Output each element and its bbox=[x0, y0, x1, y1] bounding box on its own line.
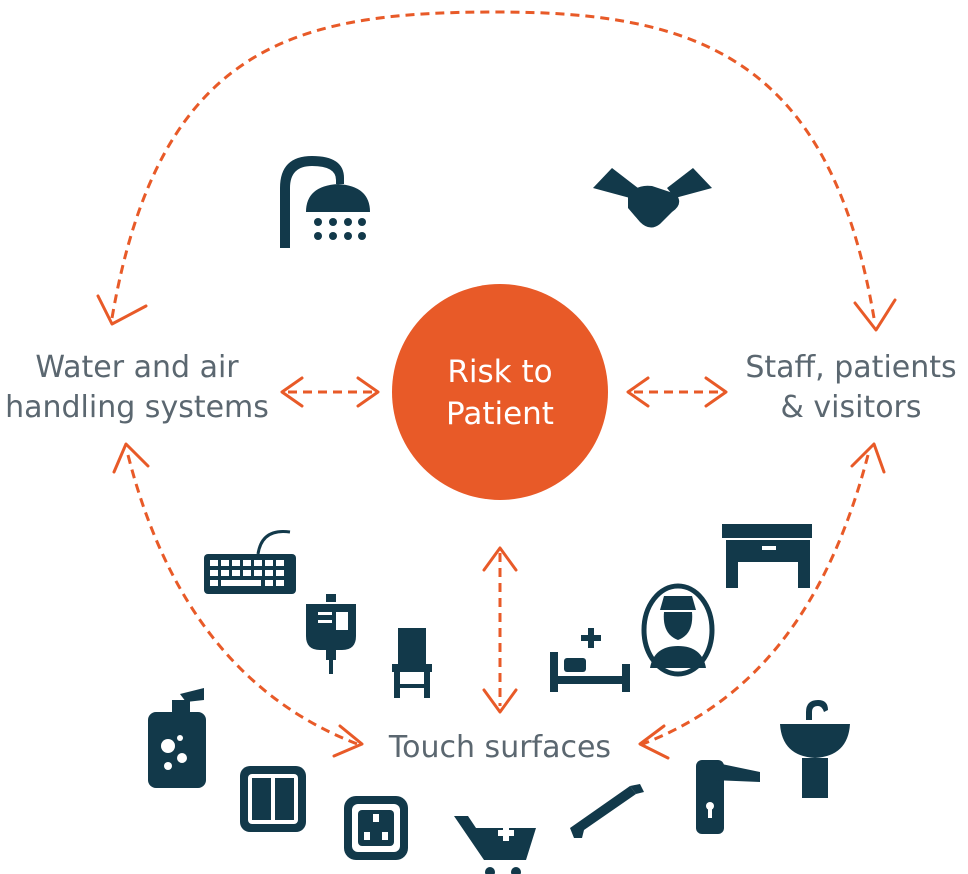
shopping-trolley-icon bbox=[454, 816, 536, 874]
arrowhead bbox=[853, 298, 897, 332]
arrowhead bbox=[112, 442, 150, 474]
arrowhead bbox=[638, 724, 670, 760]
keyboard-icon bbox=[204, 529, 296, 594]
arrowhead bbox=[850, 442, 886, 474]
arrowhead bbox=[332, 724, 364, 758]
chair-icon bbox=[392, 628, 432, 698]
risk-to-patient-label: Risk to Patient bbox=[400, 351, 600, 435]
door-pull-handle-icon bbox=[570, 784, 644, 838]
arc-bottom-left bbox=[126, 454, 361, 747]
arc-top bbox=[110, 10, 876, 319]
nurse-icon bbox=[641, 583, 715, 677]
staff-line1: Staff, patients bbox=[745, 350, 957, 385]
water-air-systems-label: Water and air handling systems bbox=[0, 348, 274, 428]
sink-icon bbox=[780, 700, 850, 798]
arrowheads bbox=[96, 294, 897, 760]
water-air-line2: handling systems bbox=[5, 390, 269, 425]
staff-patients-visitors-label: Staff, patients & visitors bbox=[736, 348, 966, 428]
soap-dispenser-icon bbox=[148, 688, 206, 788]
bedside-table-icon bbox=[722, 524, 812, 588]
staff-line2: & visitors bbox=[780, 390, 922, 425]
touch-surfaces-text: Touch surfaces bbox=[388, 730, 612, 765]
water-air-line1: Water and air bbox=[35, 350, 239, 385]
connector-lines bbox=[110, 10, 876, 747]
touch-surfaces-label: Touch surfaces bbox=[384, 728, 616, 768]
arrowhead bbox=[482, 546, 518, 572]
risk-label-line2: Patient bbox=[446, 396, 554, 432]
arrowhead bbox=[704, 376, 728, 408]
arrowhead bbox=[626, 376, 650, 408]
door-lever-handle-icon bbox=[696, 760, 760, 834]
arrowhead bbox=[356, 376, 380, 408]
power-socket-icon bbox=[344, 796, 408, 860]
arrowhead bbox=[96, 294, 148, 326]
arrowhead bbox=[280, 376, 304, 408]
risk-circle bbox=[392, 284, 608, 500]
arrowhead bbox=[482, 688, 518, 714]
risk-label-line1: Risk to bbox=[447, 354, 553, 390]
handshake-icon bbox=[593, 168, 712, 228]
light-switch-icon bbox=[240, 766, 306, 832]
arc-bottom-right bbox=[639, 454, 870, 747]
shower-icon bbox=[280, 156, 370, 248]
iv-drip-icon bbox=[306, 594, 356, 674]
hospital-bed-icon bbox=[550, 628, 630, 692]
